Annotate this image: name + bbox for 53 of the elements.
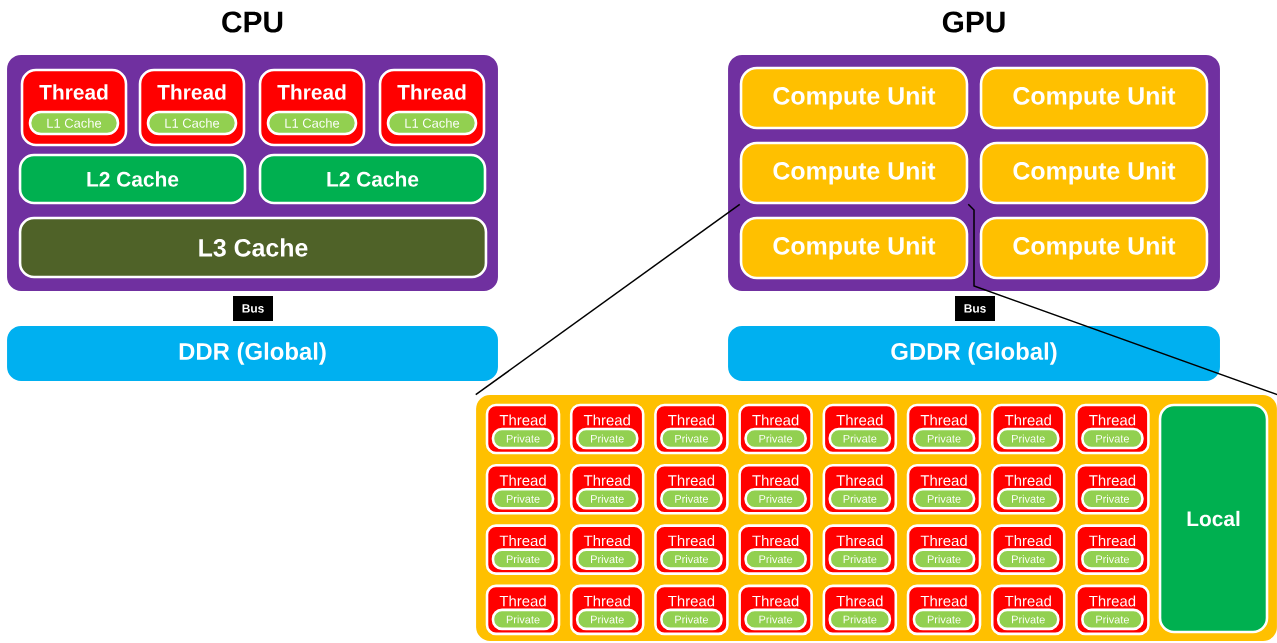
leader-line [967,203,1277,396]
private-box: Private [660,608,723,631]
cache-box: L3 Cache [18,216,488,279]
compute-unit-box: Compute Unit [979,216,1209,280]
cache-box: L1 Cache [28,110,120,136]
private-box: Private [744,608,807,631]
bus-box: Bus [233,296,273,321]
private-box: Private [996,608,1060,631]
private-box: Private [912,548,976,570]
private-box: Private [912,427,976,450]
private-box: Private [1081,488,1144,510]
private-box: Private [1081,608,1144,631]
private-box: Private [912,488,976,510]
private-box: Private [491,488,555,510]
cache-box: L2 Cache [18,153,247,205]
cache-box: L2 Cache [258,153,487,205]
private-box: Private [575,548,639,570]
private-box: Private [575,427,639,450]
private-box: Private [491,427,555,450]
private-box: Private [744,427,807,450]
private-box: Private [575,488,639,510]
compute-unit-box: Compute Unit [979,66,1209,130]
private-box: Private [491,548,555,570]
compute-unit-box: Compute Unit [739,66,969,130]
private-box: Private [575,608,639,631]
private-box: Private [912,608,976,631]
private-box: Private [996,548,1060,570]
cache-box: L1 Cache [146,110,238,136]
private-box: Private [1081,427,1144,450]
private-box: Private [996,427,1060,450]
private-box: Private [996,488,1060,510]
private-box: Private [828,548,892,570]
private-box: Private [660,548,723,570]
compute-unit-box: Compute Unit [979,141,1209,205]
private-box: Private [828,427,892,450]
local-box: Local [1158,403,1269,634]
private-box: Private [1081,548,1144,570]
private-box: Private [744,488,807,510]
node-label: GPU [942,11,1005,33]
compute-unit-box: Compute Unit [739,141,969,205]
bus-box: Bus [955,296,995,321]
memory-box: GDDR (Global) [728,326,1220,381]
private-box: Private [660,427,723,450]
cache-box: L1 Cache [266,110,358,136]
compute-unit-box: Compute Unit [739,216,969,280]
private-box: Private [744,548,807,570]
private-box: Private [828,608,892,631]
cache-box: L1 Cache [386,110,478,136]
node-label: CPU [222,11,283,33]
private-box: Private [828,488,892,510]
memory-box: DDR (Global) [7,326,498,381]
private-box: Private [660,488,723,510]
private-box: Private [491,608,555,631]
